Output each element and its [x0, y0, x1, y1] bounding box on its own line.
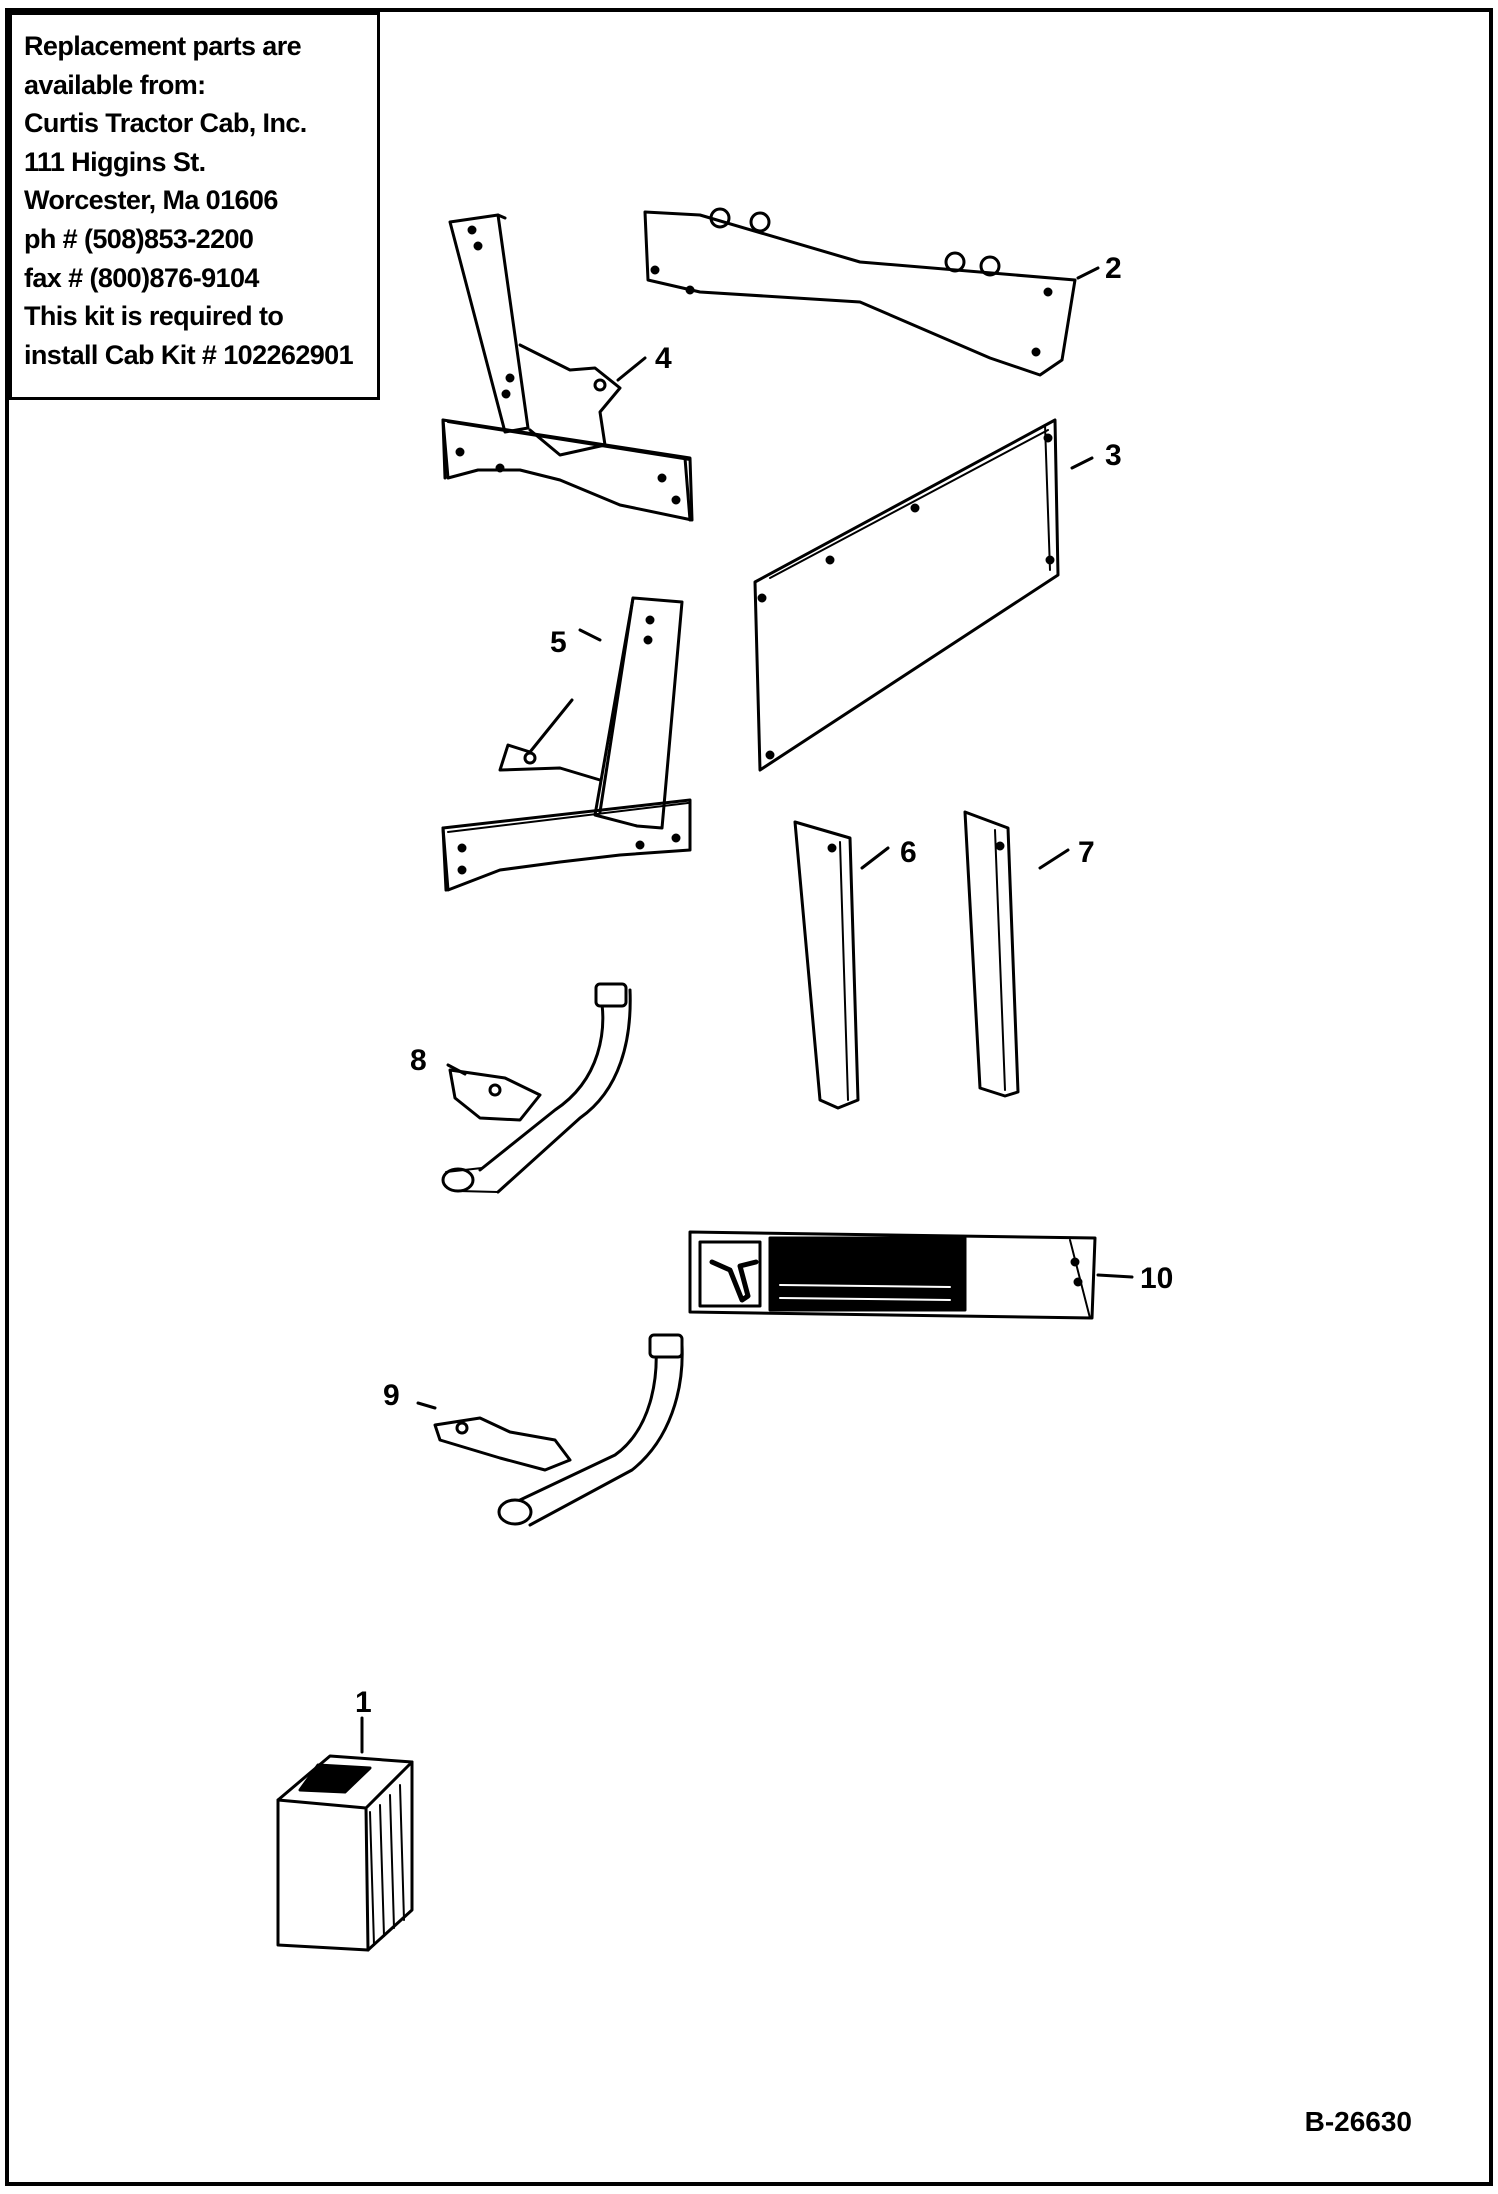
info-line: ph # (508)853-2200 [24, 223, 254, 254]
supplier-info-box: Replacement parts are available from: Cu… [9, 12, 380, 400]
part-5-bracket [441, 596, 692, 892]
callout-3: 3 [1105, 439, 1122, 472]
callout-6: 6 [900, 836, 917, 869]
part-4-bracket [441, 213, 694, 522]
page-border [5, 8, 1493, 2186]
callout-9: 9 [383, 1379, 400, 1412]
info-line: Worcester, Ma 01606 [24, 185, 278, 216]
part-9-handle [433, 1333, 684, 1527]
callout-8: 8 [410, 1044, 427, 1077]
info-line: This kit is required to [24, 301, 284, 332]
info-line: install Cab Kit # 102262901 [24, 339, 354, 370]
callout-4: 4 [655, 342, 672, 375]
part-6-strip [793, 820, 860, 1110]
figure-id: B-26630 [1304, 2106, 1412, 2137]
callout-7: 7 [1078, 836, 1095, 869]
callout-10: 10 [1140, 1262, 1173, 1295]
leader-lines [360, 266, 1134, 1754]
part-2-rail [643, 207, 1077, 377]
part-8-handle [441, 982, 632, 1194]
part-7-strip [963, 810, 1020, 1098]
info-line: Curtis Tractor Cab, Inc. [24, 108, 307, 139]
info-line: 111 Higgins St. [24, 146, 206, 177]
info-line: available from: [24, 69, 206, 100]
part-3-panel [753, 418, 1060, 772]
info-line: Replacement parts are [24, 31, 302, 61]
part-10-decal [688, 1230, 1097, 1320]
part-1-box [276, 1754, 414, 1952]
info-line: fax # (800)876-9104 [24, 262, 259, 293]
callout-2: 2 [1105, 252, 1122, 285]
callout-5: 5 [550, 626, 567, 659]
callout-1: 1 [355, 1686, 372, 1719]
